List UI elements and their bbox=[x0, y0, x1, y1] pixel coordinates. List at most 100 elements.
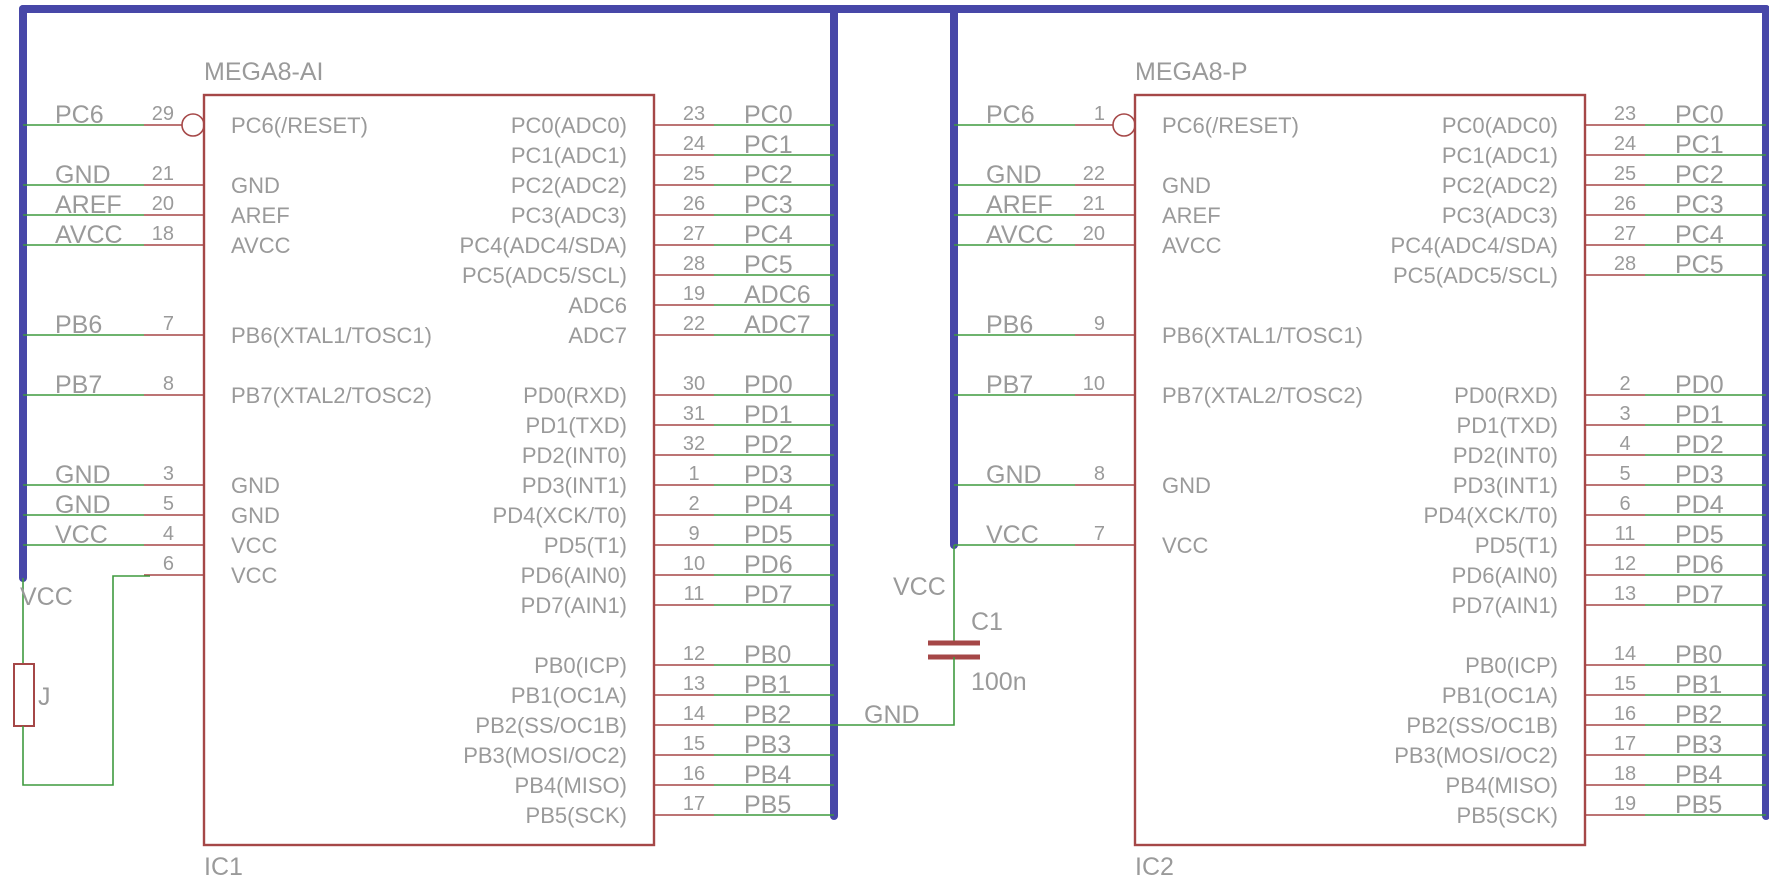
ic1-pin-name-pc5-adc5-scl-: PC5(ADC5/SCL) bbox=[462, 263, 627, 288]
ic1-net-label-gnd: GND bbox=[55, 491, 111, 519]
ic1-net-label-pb4-miso-: PB4 bbox=[744, 761, 791, 789]
ic2-pin-name-pb1-oc1a-: PB1(OC1A) bbox=[1442, 683, 1558, 708]
ic1-net-label-pd7-ain1-: PD7 bbox=[744, 581, 793, 609]
ic2-pin-name-gnd: GND bbox=[1162, 173, 1211, 198]
ic1-pin-number-13: 13 bbox=[683, 673, 705, 695]
ic2-pin-number-27: 27 bbox=[1614, 223, 1636, 245]
ic1-pin-number-7: 7 bbox=[163, 313, 174, 335]
ic2-pin-name-pc6-reset-: PC6(/RESET) bbox=[1162, 113, 1299, 138]
ic2-net-label-pd6-ain0-: PD6 bbox=[1675, 551, 1724, 579]
ic1-pin-name-gnd: GND bbox=[231, 503, 280, 528]
ic2-pin-name-pc1-adc1-: PC1(ADC1) bbox=[1442, 143, 1558, 168]
cap-vcc-label: VCC bbox=[893, 573, 946, 601]
ic1-pin-number-22: 22 bbox=[683, 313, 705, 335]
ic1-net-label-pb5-sck-: PB5 bbox=[744, 791, 791, 819]
ic1-net-label-vcc: VCC bbox=[55, 521, 108, 549]
ic1-net-label-pc2-adc2-: PC2 bbox=[744, 161, 793, 189]
ic2-net-label-pc1-adc1-: PC1 bbox=[1675, 131, 1724, 159]
ic2-pin-number-15: 15 bbox=[1614, 673, 1636, 695]
ic1-net-label-pd0-rxd-: PD0 bbox=[744, 371, 793, 399]
ic1-pin-number-19: 19 bbox=[683, 283, 705, 305]
ic2-pin-number-7: 7 bbox=[1094, 523, 1105, 545]
cap-gnd-wire bbox=[834, 657, 955, 726]
ic2-net-label-pc0-adc0-: PC0 bbox=[1675, 101, 1724, 129]
ic1-pin-name-gnd: GND bbox=[231, 173, 280, 198]
ic2-pin-name-pb0-icp-: PB0(ICP) bbox=[1465, 653, 1558, 678]
ic2-pin-name-pb3-mosi-oc2-: PB3(MOSI/OC2) bbox=[1394, 743, 1558, 768]
ic1-net-label-pc6-reset-: PC6 bbox=[55, 101, 104, 129]
ic1-net-label-aref: AREF bbox=[55, 191, 122, 219]
ic1-pin-number-23: 23 bbox=[683, 103, 705, 125]
cap-gnd-label: GND bbox=[864, 701, 920, 729]
ic2-pin-number-23: 23 bbox=[1614, 103, 1636, 125]
ic1-pin-name-pd2-int0-: PD2(INT0) bbox=[522, 443, 627, 468]
ic2-net-label-pb3-mosi-oc2-: PB3 bbox=[1675, 731, 1722, 759]
ic2-pin-number-25: 25 bbox=[1614, 163, 1636, 185]
ic2-net-label-pc6-reset-: PC6 bbox=[986, 101, 1035, 129]
ic1-net-label-pc1-adc1-: PC1 bbox=[744, 131, 793, 159]
ic2-reset-bubble bbox=[1112, 113, 1136, 137]
ic1-net-label-pd2-int0-: PD2 bbox=[744, 431, 793, 459]
ic1-pin-name-pb3-mosi-oc2-: PB3(MOSI/OC2) bbox=[463, 743, 627, 768]
ic1-pin-name-pc2-adc2-: PC2(ADC2) bbox=[511, 173, 627, 198]
ic1-net-label-pc0-adc0-: PC0 bbox=[744, 101, 793, 129]
ic1-pin-number-4: 4 bbox=[163, 523, 174, 545]
jumper-bottom-wire bbox=[22, 575, 150, 786]
ic2-pin-name-pd7-ain1-: PD7(AIN1) bbox=[1452, 593, 1558, 618]
ic1-pin-name-pd3-int1-: PD3(INT1) bbox=[522, 473, 627, 498]
ic1-pin-name-pd4-xck-t0-: PD4(XCK/T0) bbox=[493, 503, 627, 528]
ic1-net-label-pd1-txd-: PD1 bbox=[744, 401, 793, 429]
ic1-net-label-pd4-xck-t0-: PD4 bbox=[744, 491, 793, 519]
ic2-pin-number-28: 28 bbox=[1614, 253, 1636, 275]
ic1-pin-name-gnd: GND bbox=[231, 473, 280, 498]
ic2-pin-number-9: 9 bbox=[1094, 313, 1105, 335]
ic1-pin-name-pb1-oc1a-: PB1(OC1A) bbox=[511, 683, 627, 708]
ic1-pin-name-pb6-xtal1-tosc1-: PB6(XTAL1/TOSC1) bbox=[231, 323, 432, 348]
ic2-net-label-pb0-icp-: PB0 bbox=[1675, 641, 1722, 669]
ic2-net-label-pc5-adc5-scl-: PC5 bbox=[1675, 251, 1724, 279]
ic1-pin-number-9: 9 bbox=[688, 523, 699, 545]
ic1-pin-name-pd0-rxd-: PD0(RXD) bbox=[523, 383, 627, 408]
ic1-net-label-pd5-t1-: PD5 bbox=[744, 521, 793, 549]
ic1-pin-number-18: 18 bbox=[152, 223, 174, 245]
ic2-pin-name-pc5-adc5-scl-: PC5(ADC5/SCL) bbox=[1393, 263, 1558, 288]
ic1-pin-name-pb0-icp-: PB0(ICP) bbox=[534, 653, 627, 678]
ic1-pin-name-pb2-ss-oc1b-: PB2(SS/OC1B) bbox=[475, 713, 627, 738]
ic2-pin-name-pd4-xck-t0-: PD4(XCK/T0) bbox=[1424, 503, 1558, 528]
jumper-j: VCC J bbox=[13, 575, 150, 786]
ic2-net-label-pc2-adc2-: PC2 bbox=[1675, 161, 1724, 189]
ic1-pin-number-6: 6 bbox=[163, 553, 174, 575]
ic2-pin-name-pb4-miso-: PB4(MISO) bbox=[1446, 773, 1558, 798]
ic1-body bbox=[202, 93, 656, 847]
ic1-pin-name-vcc: VCC bbox=[231, 533, 278, 558]
ic1-pin-name-pc3-adc3-: PC3(ADC3) bbox=[511, 203, 627, 228]
ic1-net-label-pd6-ain0-: PD6 bbox=[744, 551, 793, 579]
ic2-pin-number-11: 11 bbox=[1615, 523, 1636, 545]
ic1-pin-number-14: 14 bbox=[683, 703, 705, 725]
ic2-net-label-pd5-t1-: PD5 bbox=[1675, 521, 1724, 549]
ic2-pin-number-13: 13 bbox=[1614, 583, 1636, 605]
ic1-pin-number-32: 32 bbox=[683, 433, 705, 455]
ic1-net-label-adc6: ADC6 bbox=[744, 281, 811, 309]
ic1-net-label-pb1-oc1a-: PB1 bbox=[744, 671, 791, 699]
ic2-ref: IC2 bbox=[1135, 853, 1174, 881]
ic1-pin-number-20: 20 bbox=[152, 193, 174, 215]
ic1-pin-number-5: 5 bbox=[163, 493, 174, 515]
ic2-net-label-gnd: GND bbox=[986, 461, 1042, 489]
ic1-pin-number-28: 28 bbox=[683, 253, 705, 275]
ic1-net-label-pc3-adc3-: PC3 bbox=[744, 191, 793, 219]
ic1-pin-number-25: 25 bbox=[683, 163, 705, 185]
ic1-pin-number-26: 26 bbox=[683, 193, 705, 215]
ic2-pin-name-pd2-int0-: PD2(INT0) bbox=[1453, 443, 1558, 468]
ic2-pin-number-3: 3 bbox=[1619, 403, 1630, 425]
ic2-name: MEGA8-P bbox=[1135, 58, 1248, 86]
ic2-pin-name-avcc: AVCC bbox=[1162, 233, 1222, 258]
ic2-pin-number-20: 20 bbox=[1083, 223, 1105, 245]
ic1-pin-number-21: 21 bbox=[152, 163, 174, 185]
ic2-net-label-pd2-int0-: PD2 bbox=[1675, 431, 1724, 459]
ic2-net-label-pb2-ss-oc1b-: PB2 bbox=[1675, 701, 1722, 729]
ic2-net-label-pb7-xtal2-tosc2-: PB7 bbox=[986, 371, 1033, 399]
ic1-pin-number-11: 11 bbox=[684, 583, 705, 605]
